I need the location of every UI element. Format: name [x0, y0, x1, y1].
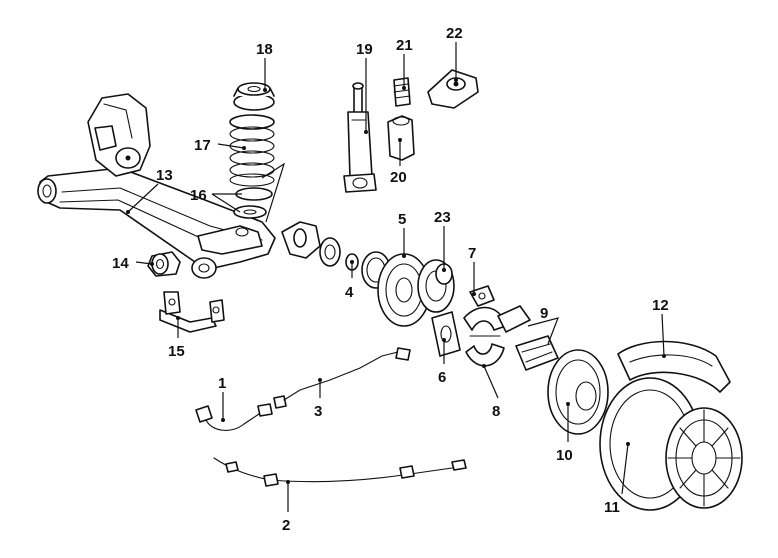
callout-22: 22 — [446, 25, 463, 42]
top-mount — [427, 69, 479, 109]
coil-spring — [229, 114, 275, 187]
callout-15: 15 — [168, 343, 185, 360]
callout-10: 10 — [556, 447, 573, 464]
bump-stop — [393, 77, 411, 107]
callout-14: 14 — [112, 255, 129, 272]
callout-leaders — [126, 42, 666, 512]
brake-line-bracket — [159, 291, 225, 333]
callout-labels: 1 2 3 4 5 6 7 8 9 10 11 12 13 14 15 16 1… — [112, 25, 669, 534]
callout-8: 8 — [492, 403, 500, 420]
callout-2: 2 — [282, 517, 290, 534]
callout-3: 3 — [314, 403, 322, 420]
callout-16: 16 — [190, 187, 207, 204]
callout-23: 23 — [434, 209, 451, 226]
callout-5: 5 — [398, 211, 406, 228]
callout-4: 4 — [345, 284, 354, 301]
shock-absorber — [343, 82, 377, 193]
brake-drum — [547, 349, 609, 435]
shoe-spring-kit — [515, 317, 559, 371]
wheel — [599, 377, 743, 511]
wheel-hub — [417, 259, 455, 313]
callout-11: 11 — [604, 499, 620, 516]
callout-17: 17 — [194, 137, 211, 154]
callout-6: 6 — [438, 369, 446, 386]
brake-adjuster — [469, 285, 495, 307]
callout-1: 1 — [218, 375, 226, 392]
callout-18: 18 — [256, 41, 273, 58]
callout-12: 12 — [652, 297, 669, 314]
callout-7: 7 — [468, 245, 476, 262]
brake-pipe — [273, 347, 411, 409]
dust-boot — [387, 115, 415, 161]
rear-axle-beam — [37, 93, 321, 279]
brake-shoes — [463, 305, 531, 367]
brake-hose — [195, 403, 273, 431]
spring-upper-seat — [233, 82, 275, 111]
callout-19: 19 — [356, 41, 373, 58]
spring-pads — [233, 162, 286, 223]
wheel-arch-liner — [617, 340, 731, 393]
handbrake-cable — [213, 457, 467, 487]
callout-13: 13 — [156, 167, 173, 184]
callout-20: 20 — [390, 169, 407, 186]
wheel-cylinder — [431, 311, 461, 357]
callout-21: 21 — [396, 37, 413, 54]
callout-9: 9 — [540, 305, 548, 322]
